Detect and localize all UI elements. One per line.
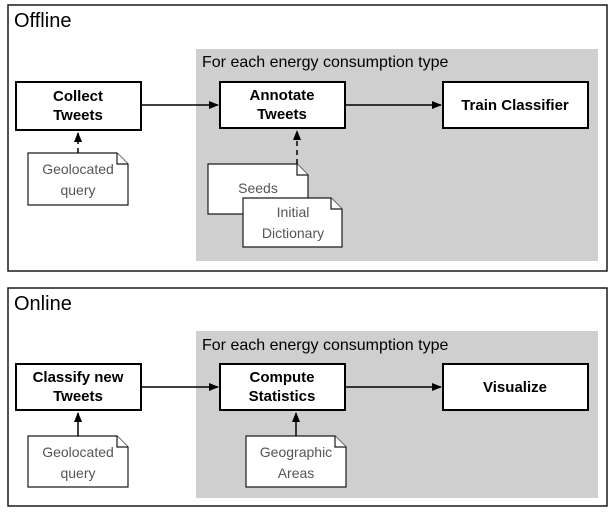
online-title: Online [14, 293, 72, 315]
visualize-label: Visualize [483, 379, 547, 396]
areas-line1: Geographic [260, 444, 332, 460]
offline-panel: Offline For each energy consumption type… [7, 4, 608, 272]
offline-query-line2: query [60, 182, 95, 198]
annotate-tweets-line2: Tweets [257, 106, 307, 123]
annotate-tweets-line1: Annotate [250, 87, 315, 104]
areas-line2: Areas [278, 465, 315, 481]
initial-dictionary-doc: Initial Dictionary [242, 197, 343, 248]
dictionary-line1: Initial [277, 204, 310, 220]
train-classifier-label: Train Classifier [461, 97, 569, 114]
online-geolocated-query-doc: Geolocated query [27, 435, 129, 488]
geographic-areas-doc: Geographic Areas [245, 435, 347, 488]
train-classifier-box: Train Classifier [442, 81, 589, 129]
collect-tweets-line2: Tweets [53, 107, 103, 124]
online-query-line2: query [60, 465, 95, 481]
classify-tweets-line2: Tweets [53, 388, 103, 405]
online-panel: Online For each energy consumption type … [7, 287, 608, 507]
offline-query-line1: Geolocated [42, 161, 114, 177]
compute-statistics-line2: Statistics [249, 388, 316, 405]
compute-statistics-line1: Compute [250, 369, 315, 386]
offline-geolocated-query-doc: Geolocated query [27, 152, 129, 206]
online-query-line1: Geolocated [42, 444, 114, 460]
visualize-box: Visualize [442, 363, 589, 411]
collect-tweets-line1: Collect [53, 88, 103, 105]
collect-tweets-box: Collect Tweets [15, 81, 142, 131]
classify-tweets-line1: Classify new [33, 369, 124, 386]
classify-tweets-box: Classify new Tweets [15, 363, 142, 411]
annotate-tweets-box: Annotate Tweets [219, 81, 346, 129]
offline-title: Offline [14, 10, 71, 32]
online-region-title: For each energy consumption type [202, 337, 448, 354]
offline-region-title: For each energy consumption type [202, 54, 448, 71]
seeds-label: Seeds [238, 180, 278, 196]
compute-statistics-box: Compute Statistics [219, 363, 346, 411]
dictionary-line2: Dictionary [262, 225, 324, 241]
